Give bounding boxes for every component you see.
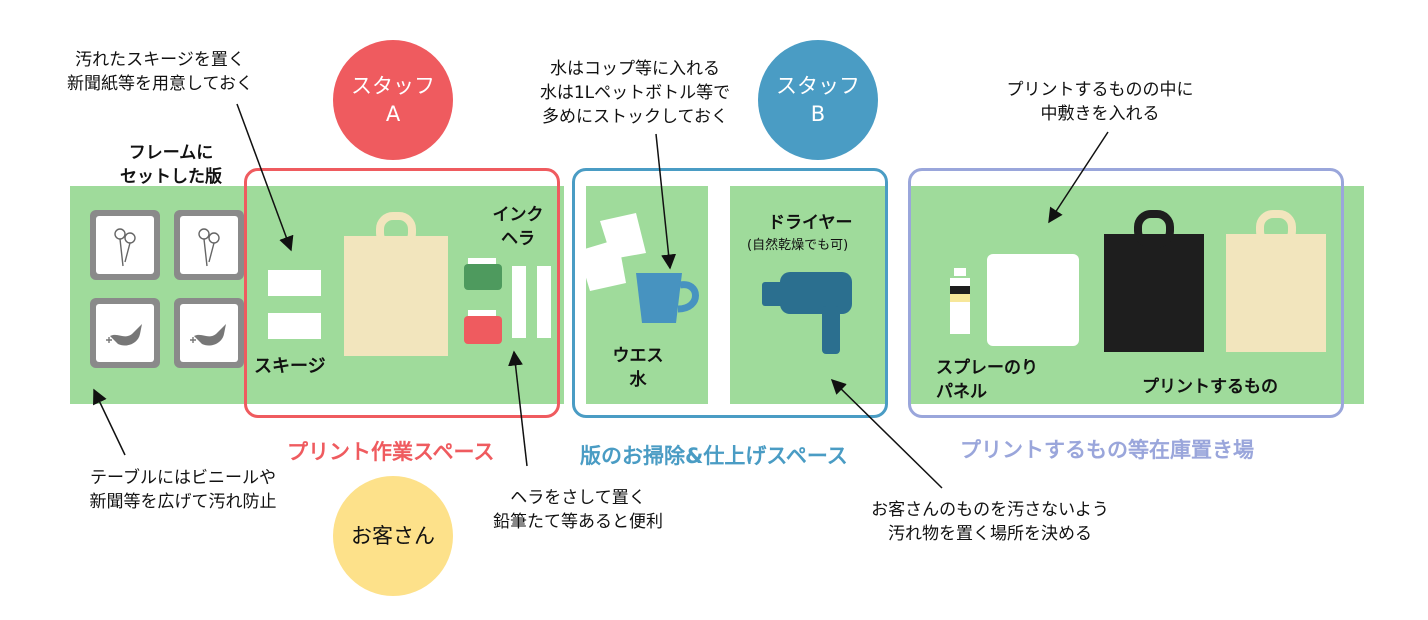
table-gap-3 — [888, 186, 910, 404]
tote-bag-icon — [344, 212, 448, 356]
customer-name: お客さん — [351, 524, 435, 548]
screen-frame-1 — [90, 210, 160, 280]
table-gap-1 — [564, 186, 586, 404]
beige-bag-icon — [1226, 210, 1326, 352]
zone-label-print-work: プリント作業スペース — [287, 440, 495, 464]
ink-spatula-label: インク ヘラ — [492, 205, 544, 249]
table-gap-2 — [708, 186, 730, 404]
customer-circle: お客さん — [333, 476, 453, 596]
arrow-table-vinyl — [93, 388, 126, 456]
note-water: 水はコップ等に入れる 水は1Lペットボトル等で 多めにストックしておく — [539, 59, 731, 127]
frames-label: フレームに セットした版 — [120, 143, 222, 187]
dryer-label: ドライヤー — [768, 213, 853, 233]
staff-b-letter: B — [810, 102, 826, 126]
arrow-customer-items — [830, 378, 943, 489]
panel-board — [987, 254, 1079, 346]
staff-a-name: スタッフ — [351, 74, 435, 98]
ink-cans-icon — [464, 258, 502, 344]
note-squeegee-paper: 汚れたスキージを置く 新聞紙等を用意しておく — [67, 50, 253, 94]
rags-and-cup — [578, 213, 699, 323]
black-bag-icon — [1104, 210, 1204, 352]
bird-icon — [106, 324, 142, 346]
dryer-sublabel: (自然乾燥でも可) — [747, 238, 849, 253]
screen-frame-2 — [174, 210, 244, 280]
arrow-water — [655, 133, 677, 270]
zone-print-work — [244, 168, 560, 418]
spray-panel-label: スプレーのり パネル — [936, 358, 1038, 402]
hair-dryer-icon — [762, 272, 852, 354]
squeegee-label: スキージ — [254, 356, 326, 377]
rag-icon — [578, 213, 646, 291]
arrow-spatula — [508, 350, 528, 467]
note-inner-pad: プリントするものの中に 中敷きを入れる — [1006, 80, 1194, 124]
bird-icon — [190, 324, 226, 346]
note-spatula: ヘラをさして置く 鉛筆たて等あると便利 — [493, 488, 663, 532]
note-customer-items: お客さんのものを汚さないよう 汚れ物を置く場所を決める — [871, 500, 1109, 544]
screen-frame-4 — [174, 298, 244, 368]
staff-a-circle: スタッフ A — [333, 40, 453, 160]
flower-icon — [198, 228, 220, 267]
arrow-inner-pad — [1048, 131, 1109, 224]
spray-glue-icon — [950, 268, 970, 334]
print-items-label: プリントするもの — [1142, 377, 1278, 397]
cup-icon — [636, 273, 699, 323]
note-table-vinyl: テーブルにはビニールや 新聞等を広げて汚れ防止 — [89, 468, 277, 512]
staff-b-circle: スタッフ B — [758, 40, 878, 160]
arrow-squeegee-paper — [236, 103, 294, 252]
zone-storage — [908, 168, 1344, 418]
staff-b-name: スタッフ — [776, 74, 860, 98]
spatula-2 — [537, 266, 551, 338]
squeegee-1 — [268, 270, 321, 296]
flower-icon — [114, 228, 136, 267]
screen-frame-3 — [90, 298, 160, 368]
staff-a-letter: A — [385, 102, 401, 126]
squeegee-2 — [268, 313, 321, 339]
zone-label-storage: プリントするもの等在庫置き場 — [960, 438, 1254, 462]
zone-cleaning — [572, 168, 888, 418]
zone-label-cleaning: 版のお掃除&仕上げスペース — [580, 444, 848, 468]
spatula-1 — [512, 266, 526, 338]
waste-label: ウエス 水 — [612, 346, 664, 390]
